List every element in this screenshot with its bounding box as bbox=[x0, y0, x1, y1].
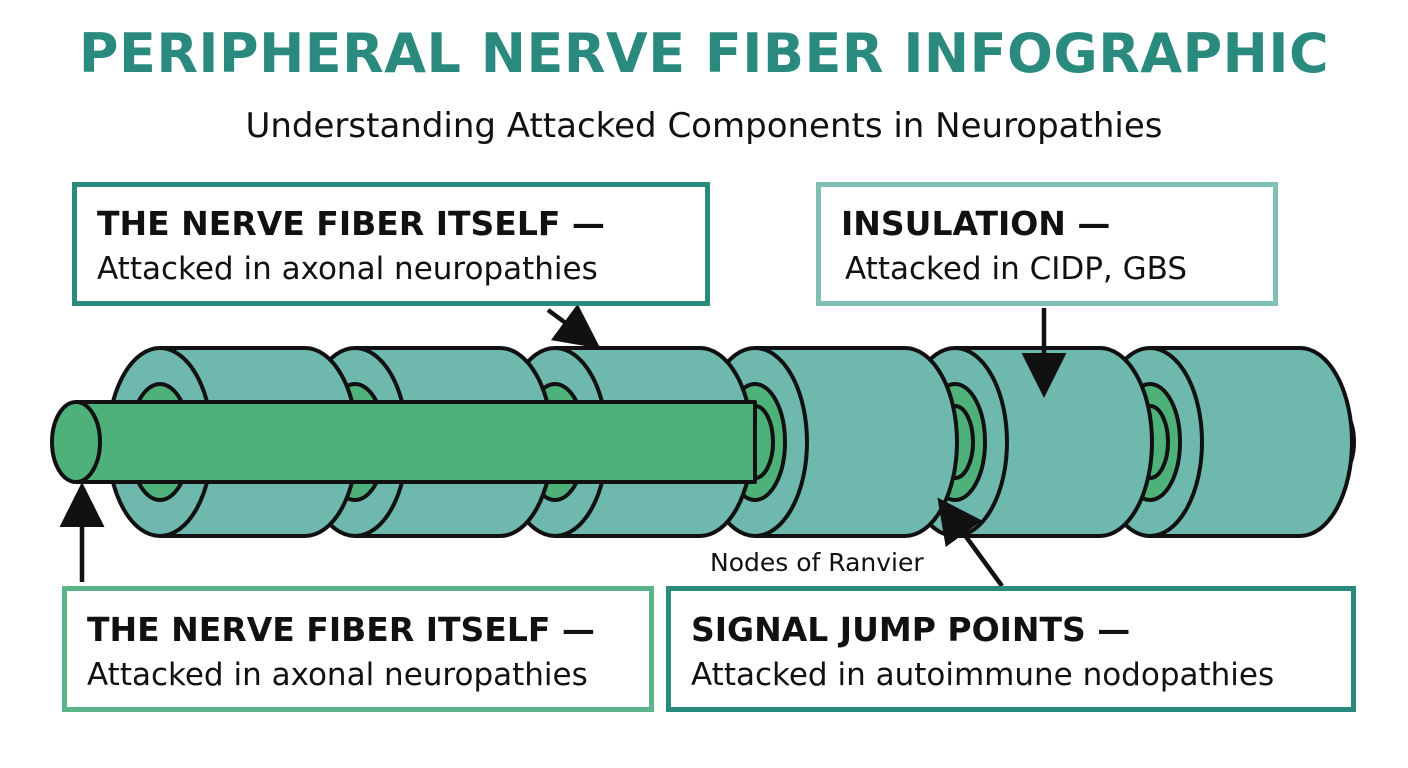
callout-insulation: INSULATION — Attacked in CIDP, GBS bbox=[816, 182, 1278, 306]
callout-description: Attacked in CIDP, GBS bbox=[845, 251, 1188, 287]
callout-nerve-fiber-bottom: THE NERVE FIBER ITSELF — Attacked in axo… bbox=[62, 586, 654, 712]
callout-description: Attacked in axonal neuropathies bbox=[87, 657, 588, 693]
callout-heading: INSULATION — bbox=[841, 204, 1111, 243]
nodes-of-ranvier-label: Nodes of Ranvier bbox=[710, 548, 924, 577]
axon-end-left bbox=[50, 400, 102, 484]
axon-visible bbox=[158, 400, 757, 484]
callout-description: Attacked in axonal neuropathies bbox=[97, 251, 598, 287]
page-subtitle: Understanding Attacked Components in Neu… bbox=[245, 106, 1163, 146]
callout-heading: SIGNAL JUMP POINTS — bbox=[691, 610, 1131, 649]
arrow-to-node-of-ranvier bbox=[937, 497, 1004, 588]
page-title: PERIPHERAL NERVE FIBER INFOGRAPHIC bbox=[78, 22, 1330, 85]
callout-description: Attacked in autoimmune nodopathies bbox=[691, 657, 1275, 693]
callout-heading: THE NERVE FIBER ITSELF — bbox=[87, 610, 595, 649]
nerve-fiber bbox=[50, 346, 1356, 538]
callout-signal-jump-points: SIGNAL JUMP POINTS — Attacked in autoimm… bbox=[666, 586, 1356, 712]
callout-arrows bbox=[59, 303, 1067, 588]
arrow-to-nerve-fiber-top bbox=[546, 303, 601, 349]
callout-heading: THE NERVE FIBER ITSELF — bbox=[97, 204, 605, 243]
callout-nerve-fiber-top: THE NERVE FIBER ITSELF — Attacked in axo… bbox=[72, 182, 710, 306]
